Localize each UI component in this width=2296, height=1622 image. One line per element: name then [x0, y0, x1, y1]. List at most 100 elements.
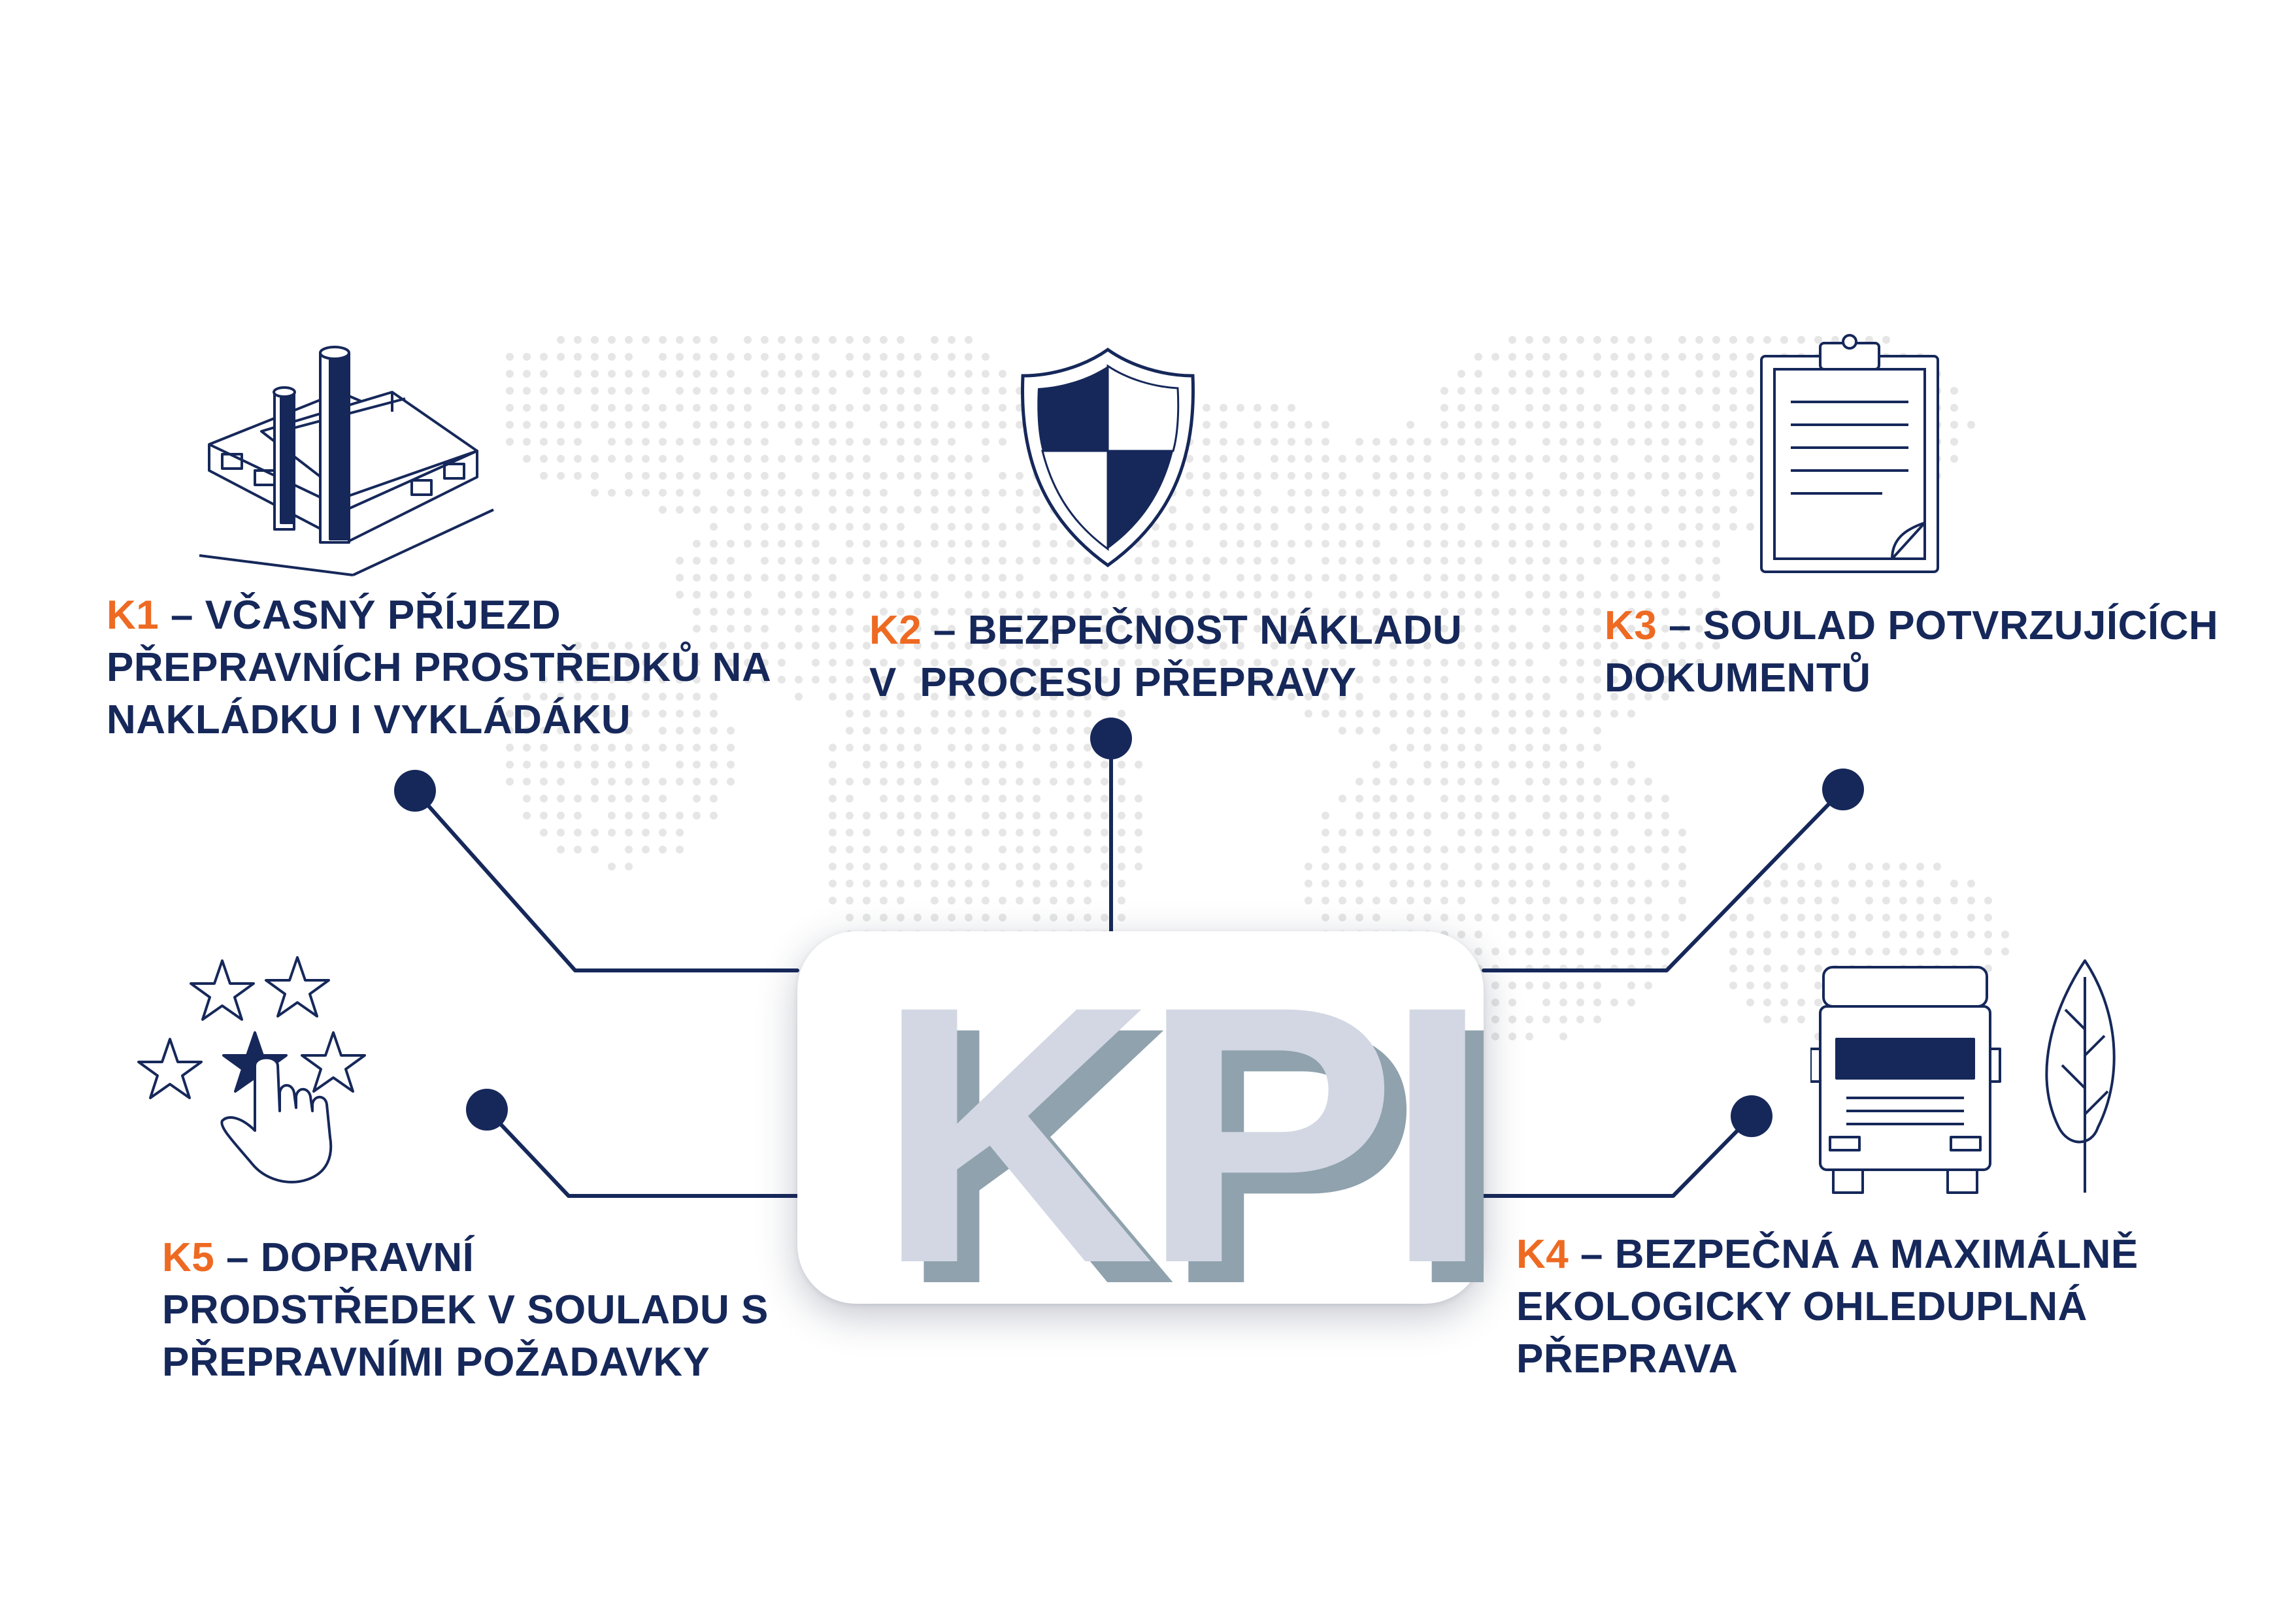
map-dot: [1882, 880, 1890, 887]
map-dot: [659, 642, 667, 650]
map-dot: [999, 472, 1007, 480]
map-dot: [829, 506, 837, 514]
map-dot: [1220, 489, 1227, 497]
map-dot: [1610, 914, 1618, 921]
map-dot: [1712, 523, 1720, 531]
map-dot: [1373, 642, 1380, 650]
map-dot: [948, 846, 956, 853]
map-dot: [1406, 710, 1414, 718]
map-dot: [1627, 370, 1635, 378]
map-dot: [1610, 625, 1618, 633]
map-dot: [1559, 931, 1567, 938]
map-dot: [982, 387, 990, 395]
map-dot: [1067, 540, 1074, 548]
map-dot: [693, 336, 701, 344]
map-dot: [1610, 404, 1618, 412]
map-dot: [1593, 472, 1601, 480]
map-dot: [1389, 846, 1397, 853]
map-dot: [1593, 353, 1601, 361]
map-dot: [897, 761, 905, 769]
map-dot: [1339, 506, 1346, 514]
map-dot: [1118, 642, 1125, 650]
map-dot: [625, 812, 633, 819]
map-dot: [1899, 863, 1907, 870]
map-dot: [931, 846, 939, 853]
map-dot: [1288, 506, 1295, 514]
map-dot: [982, 625, 990, 633]
map-dot: [795, 438, 803, 446]
map-dot: [948, 625, 956, 633]
map-dot: [1593, 812, 1601, 819]
map-dot: [557, 795, 565, 803]
map-dot: [1831, 931, 1839, 938]
map-dot: [897, 778, 905, 786]
map-dot: [1627, 353, 1635, 361]
map-dot: [1525, 778, 1533, 786]
map-dot: [1627, 608, 1635, 616]
map-dot: [574, 829, 582, 836]
map-dot: [795, 506, 803, 514]
map-dot: [1271, 557, 1278, 565]
map-dot: [1305, 455, 1312, 463]
map-dot: [540, 438, 548, 446]
map-dot: [1508, 897, 1516, 904]
map-dot: [1203, 625, 1210, 633]
map-dot: [1339, 829, 1346, 836]
map-dot: [982, 693, 990, 701]
map-dot: [1322, 897, 1329, 904]
map-dot: [1491, 812, 1499, 819]
map-dot: [1067, 812, 1074, 819]
map-dot: [506, 744, 514, 752]
map-dot: [540, 676, 548, 684]
map-dot: [982, 795, 990, 803]
map-dot: [931, 574, 939, 582]
map-dot: [795, 455, 803, 463]
map-dot: [1610, 676, 1618, 684]
map-dot: [1389, 438, 1397, 446]
map-dot: [931, 540, 939, 548]
map-dot: [1440, 506, 1448, 514]
map-dot: [795, 625, 803, 633]
map-dot: [1118, 659, 1125, 667]
map-dot: [1254, 506, 1261, 514]
map-dot: [1237, 404, 1244, 412]
map-dot: [1559, 846, 1567, 853]
map-dot: [1712, 489, 1720, 497]
map-dot: [1203, 608, 1210, 616]
map-dot: [1389, 744, 1397, 752]
map-dot: [608, 795, 616, 803]
map-dot: [965, 404, 973, 412]
map-dot: [1542, 370, 1550, 378]
map-dot: [1644, 557, 1652, 565]
map-dot: [1593, 438, 1601, 446]
map-dot: [676, 455, 684, 463]
map-dot: [659, 421, 667, 429]
map-dot: [1559, 863, 1567, 870]
map-dot: [625, 778, 633, 786]
map-dot: [1373, 489, 1380, 497]
map-dot: [676, 370, 684, 378]
map-dot: [761, 336, 769, 344]
map-dot: [1525, 659, 1533, 667]
map-dot: [948, 880, 956, 887]
map-dot: [1542, 608, 1550, 616]
map-dot: [880, 438, 888, 446]
map-dot: [1508, 948, 1516, 955]
map-dot: [1033, 846, 1040, 853]
map-dot: [1288, 625, 1295, 633]
map-dot: [744, 336, 752, 344]
map-dot: [1423, 455, 1431, 463]
map-dot: [812, 336, 820, 344]
map-dot: [540, 795, 548, 803]
map-dot: [897, 727, 905, 735]
map-dot: [1899, 931, 1907, 938]
map-dot: [1373, 761, 1380, 769]
map-dot: [1508, 914, 1516, 921]
map-dot: [1440, 914, 1448, 921]
map-dot: [863, 880, 871, 887]
map-dot: [591, 659, 599, 667]
map-dot: [591, 642, 599, 650]
map-dot: [880, 404, 888, 412]
map-dot: [1389, 574, 1397, 582]
map-dot: [1457, 761, 1465, 769]
